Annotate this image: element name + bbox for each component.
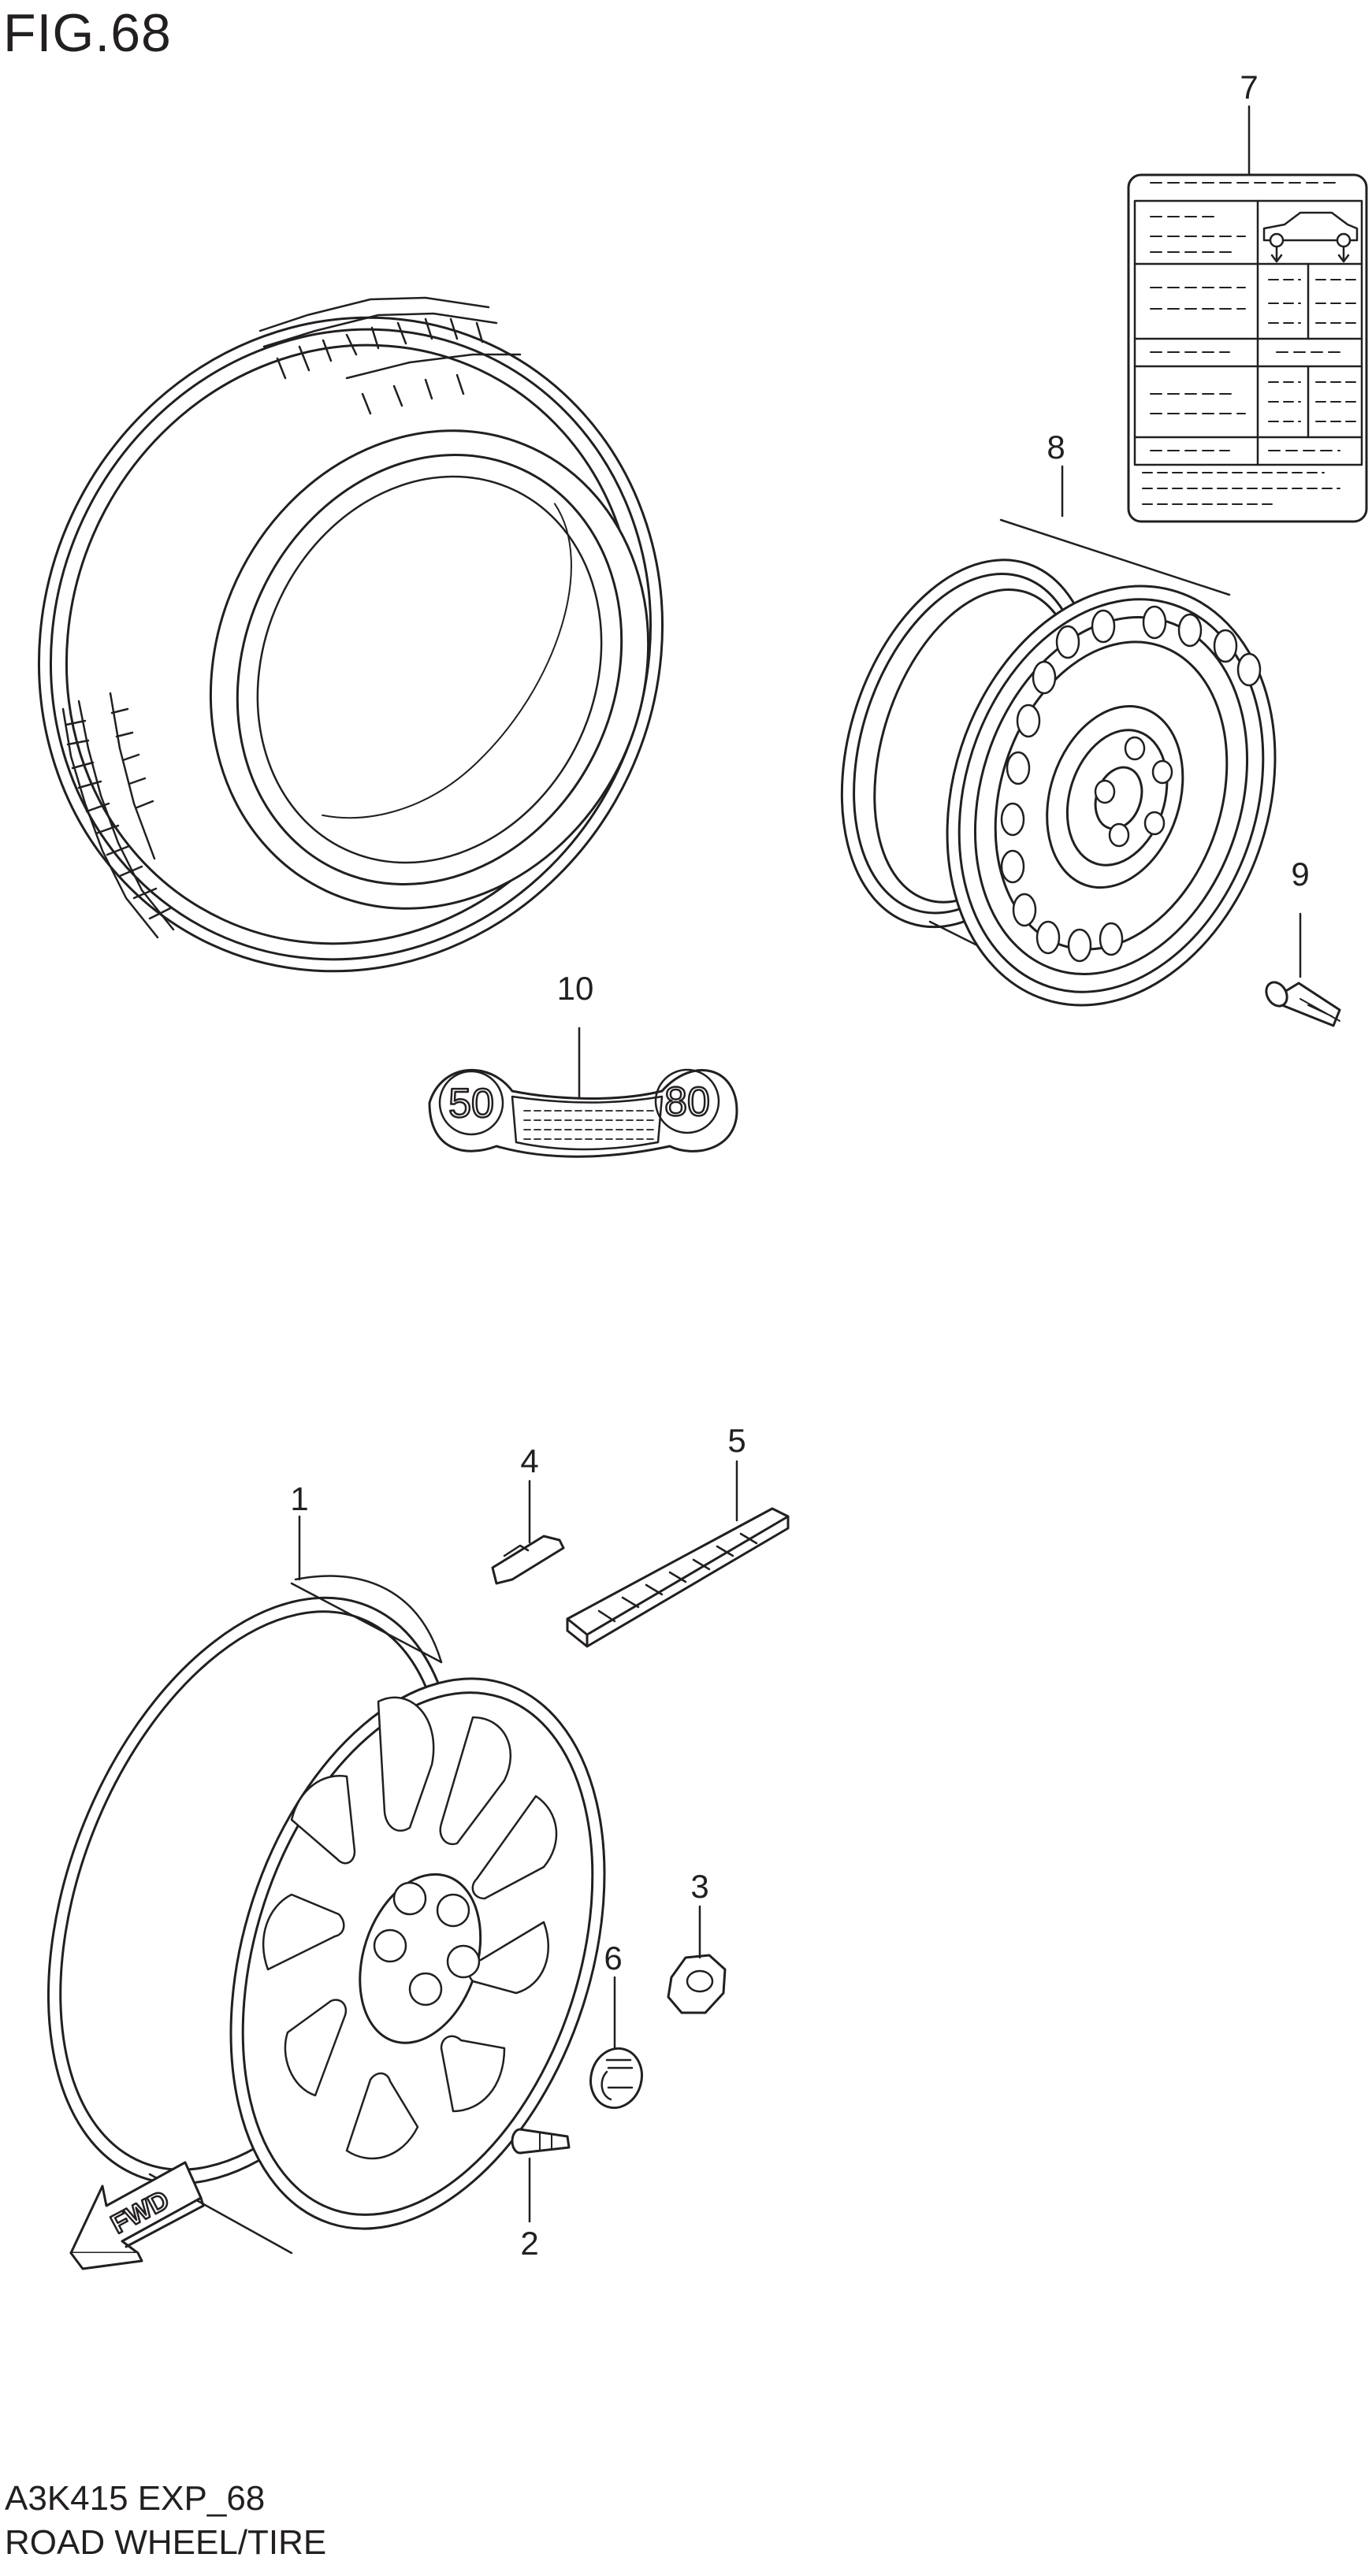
diagram-code: A3K415 EXP_68 bbox=[5, 2479, 266, 2518]
callout-7: 7 bbox=[1240, 69, 1259, 106]
callout-10: 10 bbox=[556, 970, 594, 1007]
callout-2: 2 bbox=[520, 2225, 539, 2262]
callout-6: 6 bbox=[604, 1939, 623, 1977]
alloy-wheel-valve bbox=[511, 2128, 571, 2223]
alloy-wheel-illustration bbox=[47, 1515, 606, 2255]
callout-1: 1 bbox=[290, 1480, 309, 1517]
clip-weight bbox=[491, 1479, 565, 1585]
diagram-name: ROAD WHEEL/TIRE bbox=[5, 2523, 327, 2562]
callout-8: 8 bbox=[1047, 429, 1065, 466]
wheel-nut bbox=[667, 1905, 727, 2014]
steel-wheel-illustration bbox=[840, 465, 1277, 1007]
fwd-arrow-icon: FWD bbox=[69, 2161, 205, 2270]
sticker-aspect-right: 80 bbox=[664, 1079, 710, 1125]
tire-size-sticker bbox=[428, 1026, 738, 1158]
callout-3: 3 bbox=[690, 1868, 709, 1905]
callout-5: 5 bbox=[727, 1422, 746, 1459]
tire-illustration bbox=[37, 296, 664, 973]
steel-wheel-valve bbox=[1265, 912, 1341, 1027]
figure-title: FIG.68 bbox=[3, 3, 172, 63]
sticker-aspect-left: 50 bbox=[448, 1081, 494, 1127]
callout-9: 9 bbox=[1291, 856, 1310, 893]
adhesive-weight-strip bbox=[566, 1460, 790, 1648]
center-cap bbox=[589, 1976, 643, 2110]
callout-4: 4 bbox=[520, 1442, 539, 1479]
tire-placard-label bbox=[1127, 105, 1368, 523]
